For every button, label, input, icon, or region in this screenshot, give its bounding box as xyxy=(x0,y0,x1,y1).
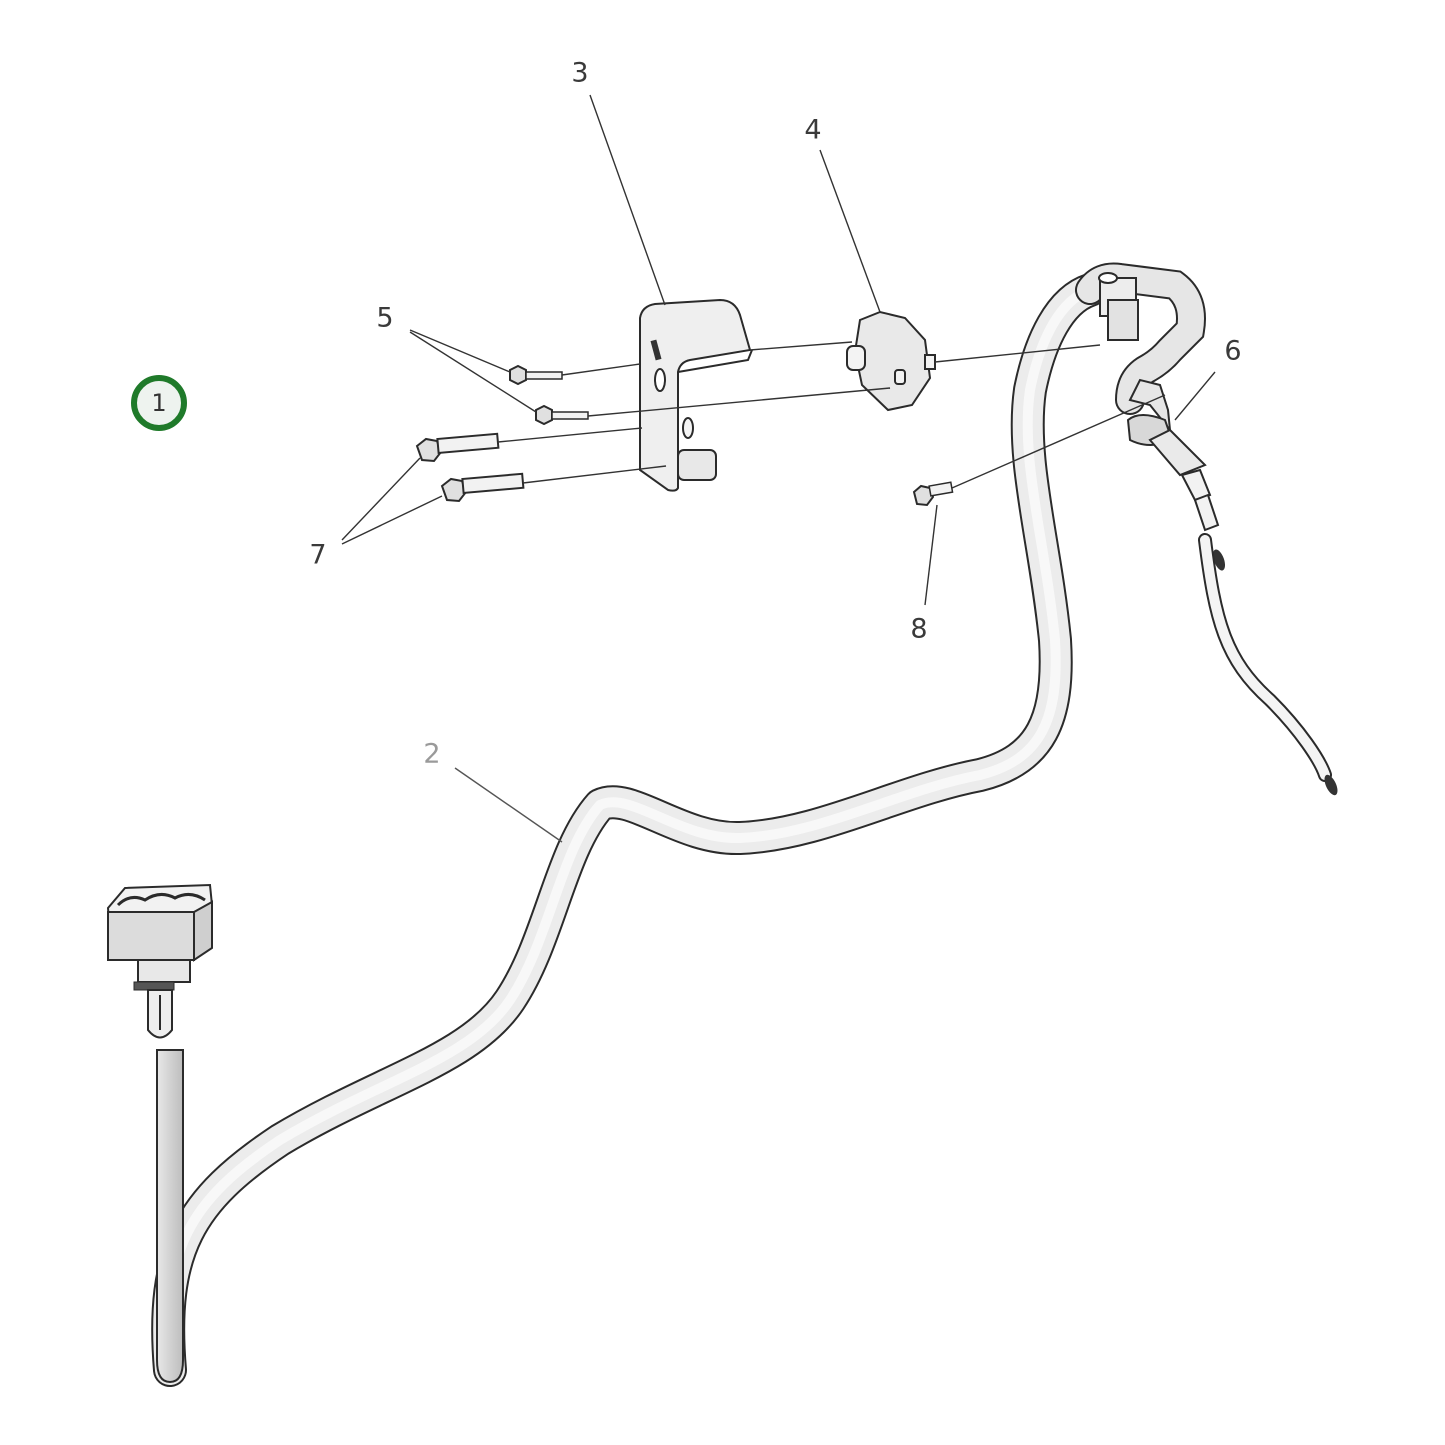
diagram-number-badge: 1 xyxy=(131,375,187,431)
callout-4: 4 xyxy=(804,114,822,146)
bracket-part-3 xyxy=(639,298,753,492)
callout-6: 6 xyxy=(1224,335,1242,367)
bolt-part-8 xyxy=(912,481,954,507)
callout-8: 8 xyxy=(910,613,928,645)
cable-connector xyxy=(106,883,214,1039)
callout-3: 3 xyxy=(571,57,589,89)
bolts-part-5 xyxy=(509,364,589,426)
bolts-part-7 xyxy=(415,432,525,503)
terminal-clip-part-6 xyxy=(1075,262,1338,796)
junction-block-part-4 xyxy=(846,310,936,412)
callout-7: 7 xyxy=(309,539,327,571)
cable-part-2 xyxy=(151,273,1107,1387)
callout-2: 2 xyxy=(423,738,441,770)
callout-5: 5 xyxy=(376,302,394,334)
leader-lines xyxy=(341,94,1216,843)
